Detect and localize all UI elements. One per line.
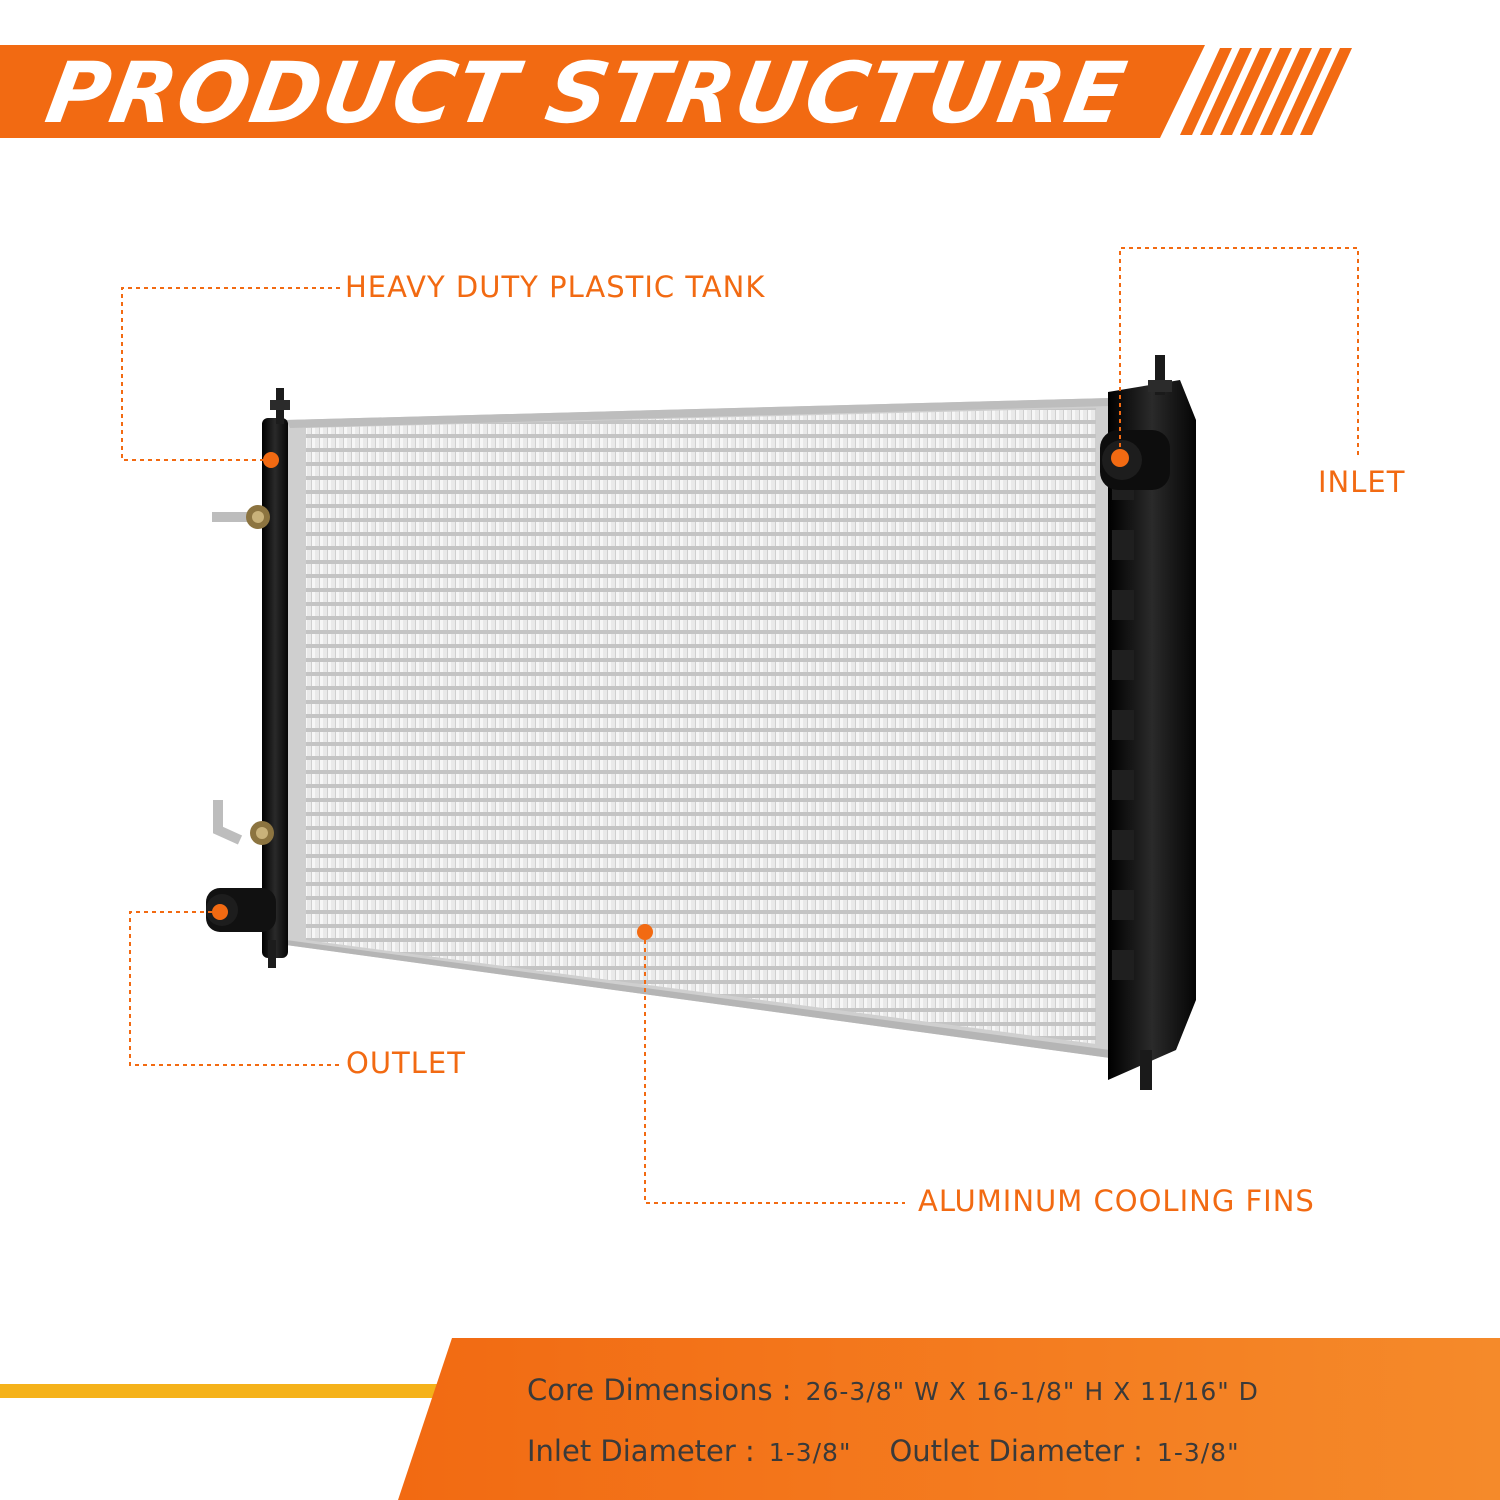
- inlet-diameter-label: Inlet Diameter :: [527, 1434, 755, 1468]
- radiator-core: [286, 398, 1110, 1058]
- tank-marker-dot: [263, 452, 279, 468]
- inlet-diameter-value: 1-3/8": [768, 1438, 852, 1467]
- spec-core-dimensions: Core Dimensions : 26-3/8" W X 16-1/8" H X…: [527, 1373, 1259, 1407]
- left-lower-fitting: [213, 800, 274, 845]
- tank-leader-line: [121, 287, 340, 461]
- core-dimensions-value: 26-3/8" W X 16-1/8" H X 11/16" D: [805, 1377, 1259, 1406]
- stripe-accent: [1180, 48, 1352, 135]
- outlet-leader-line: [129, 911, 340, 1066]
- fins-marker-dot: [637, 924, 653, 940]
- marker-dots: [212, 449, 1129, 940]
- left-tank: [206, 388, 290, 968]
- left-drain-fitting: [212, 505, 270, 529]
- outlet-marker-dot: [212, 904, 228, 920]
- outlet-diameter-value: 1-3/8": [1156, 1438, 1240, 1467]
- inlet-pipe: [1100, 430, 1170, 490]
- inlet-marker-dot: [1111, 449, 1129, 467]
- callout-outlet: OUTLET: [346, 1046, 466, 1080]
- core-dimensions-label: Core Dimensions :: [527, 1373, 792, 1407]
- callout-heavy-duty-plastic-tank: HEAVY DUTY PLASTIC TANK: [345, 270, 766, 304]
- outlet-diameter-label: Outlet Diameter :: [889, 1434, 1143, 1468]
- callout-aluminum-cooling-fins: ALUMINUM COOLING FINS: [918, 1184, 1315, 1218]
- right-tank: [1100, 355, 1196, 1090]
- spec-diameters: Inlet Diameter : 1-3/8" Outlet Diameter : 1…: [527, 1434, 1240, 1468]
- page-title: PRODUCT STRUCTURE: [39, 44, 1135, 142]
- callout-inlet: INLET: [1318, 465, 1406, 499]
- header-banner: [0, 45, 1352, 138]
- leader-lines: [121, 247, 1359, 1204]
- rib-row: [1112, 470, 1134, 980]
- spec-panel: [0, 1338, 1500, 1500]
- fins-leader-line: [644, 932, 905, 1204]
